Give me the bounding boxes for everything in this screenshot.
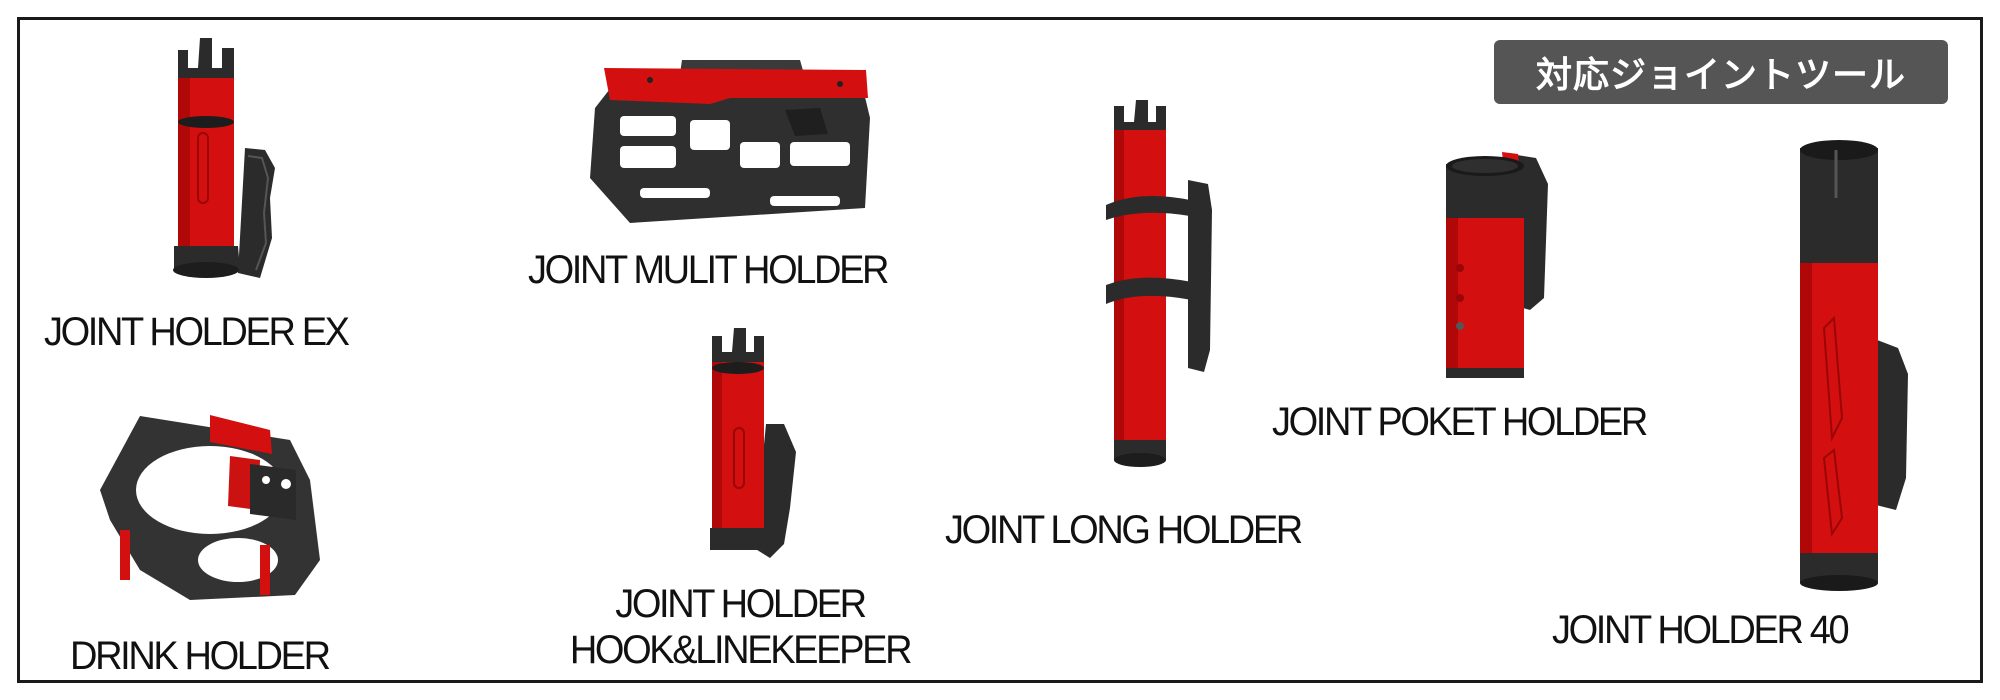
drink-holder-label: DRINK HOLDER bbox=[70, 634, 331, 678]
joint-long-holder-image[interactable] bbox=[1100, 100, 1220, 490]
drink-holder-image[interactable] bbox=[100, 410, 330, 610]
joint-poket-holder-image[interactable] bbox=[1440, 148, 1570, 393]
joint-holder-hook-label-line2: HOOK&LINEKEEPER bbox=[569, 628, 913, 672]
compatible-joint-tools-badge: 対応ジョイントツール bbox=[1494, 40, 1948, 104]
joint-holder-40-image[interactable] bbox=[1792, 138, 1922, 598]
frame-border bbox=[17, 17, 1983, 683]
joint-long-holder-label: JOINT LONG HOLDER bbox=[945, 508, 1303, 552]
joint-holder-ex-label: JOINT HOLDER EX bbox=[44, 310, 350, 354]
joint-holder-hook-label-line1: JOINT HOLDER bbox=[615, 582, 867, 626]
joint-holder-40-label: JOINT HOLDER 40 bbox=[1552, 608, 1850, 652]
joint-holder-ex-image[interactable] bbox=[160, 38, 290, 298]
joint-mulit-holder-label: JOINT MULIT HOLDER bbox=[528, 248, 890, 292]
joint-holder-hook-image[interactable] bbox=[700, 328, 820, 568]
joint-mulit-holder-image[interactable] bbox=[590, 58, 890, 233]
joint-poket-holder-label: JOINT POKET HOLDER bbox=[1272, 400, 1648, 444]
